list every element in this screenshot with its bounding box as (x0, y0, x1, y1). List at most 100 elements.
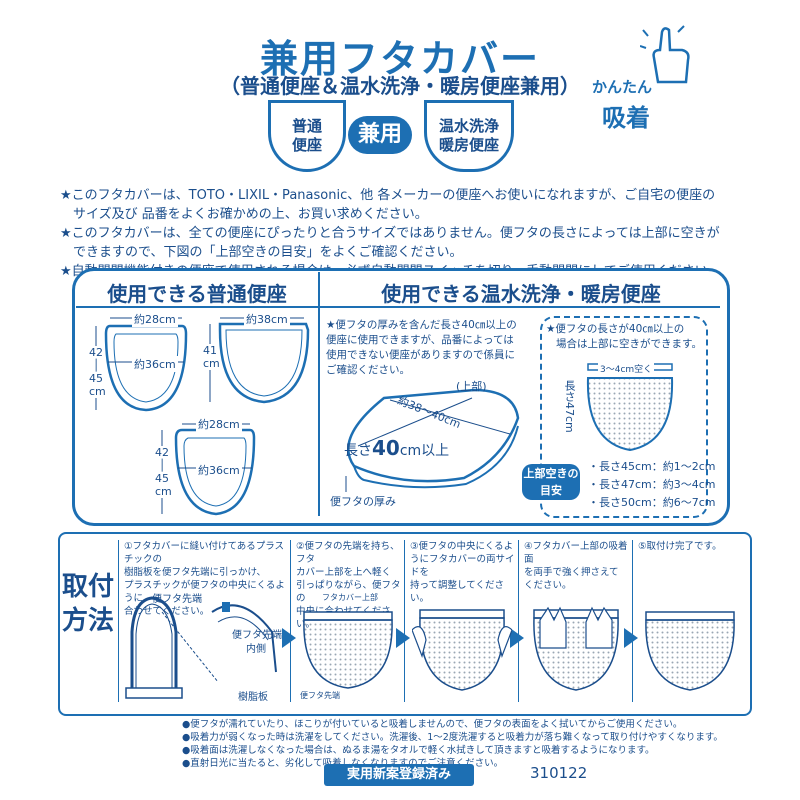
normal-seat-label: 普通 便座 (268, 100, 346, 172)
install-method-label: 取付方法 (61, 572, 114, 636)
gap-badge-line: 目安 (540, 484, 562, 497)
lid-length-prefix: 長さ (344, 443, 372, 459)
lid-length-suffix: cm以上 (399, 443, 450, 459)
gap-list: ・長さ45cm：約1〜2cm ・長さ47cm：約3〜4cm ・長さ50cm：約6… (588, 458, 716, 512)
care-notes: ●便フタが濡れていたり、ほこりが付いていると吸着しませんので、便フタの表面をよく… (182, 718, 782, 770)
care-note: ●吸着力が弱くなった時は洗濯をしてください。洗濯後、1〜2度洗濯すると吸着力が落… (182, 732, 723, 743)
lid-length-label: 長さ40cm以上 (344, 436, 449, 460)
install-divider (118, 540, 119, 702)
suction-badge-label: 吸着 (602, 104, 650, 132)
step1-label: 樹脂板 (238, 692, 268, 703)
care-note: ●便フタが濡れていたり、ほこりが付いていると吸着しませんので、便フタの表面をよく… (182, 719, 683, 730)
step-line: ください。 (524, 580, 572, 591)
care-note: ●直射日光に当たると、劣化して吸着しなくなりますのでご注意ください。 (182, 757, 782, 770)
length-separator: │ (92, 359, 100, 372)
step-2-illustration (303, 611, 393, 689)
length-unit: cm (203, 357, 220, 370)
easy-badge-label: かんたん (592, 78, 653, 96)
lid-length-47-label: 長さ47cm (563, 380, 576, 433)
step-3-illustration (412, 609, 512, 691)
note-line: サイズ及び 品番をよくお確かめの上、お買い求めください。 (73, 207, 428, 222)
length-value: 45 (89, 372, 103, 385)
step-4-illustration (533, 606, 619, 691)
seat1-width: 約28cm (132, 311, 178, 327)
gap-example-label: 3〜4cm空く (598, 362, 655, 375)
washlet-warning: ★便フタの厚みを含んだ長さ40㎝以上の 便座に使用できますが、品番によっては 使… (326, 318, 536, 378)
lid-length-value: 40 (372, 436, 400, 460)
seat1-inner: 約36cm (132, 356, 178, 372)
info-line: 場合は上部に空きができます。 (556, 338, 702, 350)
usage-notes: ★このフタカバーは、TOTO・LIXIL・Panasonic、他 各メーカーの便… (60, 186, 760, 281)
step-line: を両手で強く押さえて (524, 567, 619, 578)
warning-line: 便座に使用できますが、品番によっては (326, 334, 514, 346)
warning-line: ご確認ください。 (326, 364, 410, 376)
length-value: 41 (203, 344, 217, 357)
step-line: プラスチックが便フタの中央にくるように (124, 580, 285, 604)
step-4-text: ④フタカバー上部の吸着面 を両手で強く押さえて ください。 (524, 540, 630, 592)
note-line: ★このフタカバーは、全ての便座にぴったりと合うサイズではありません。便フタの長さ… (60, 226, 720, 241)
step-divider (404, 540, 405, 702)
step2-label: フタカバー上部 (322, 593, 378, 602)
step-line: うにフタカバーの両サイドを (410, 554, 515, 578)
care-note: ●吸着面は洗濯しなくなった場合は、ぬるま湯をタオルで軽く水拭きして頂きますと吸着… (182, 745, 655, 756)
patent-registration-badge: 実用新案登録済み (324, 764, 474, 786)
step-divider (632, 540, 633, 702)
product-title: 兼用フタカバー (259, 37, 540, 81)
lid-diagram (345, 388, 520, 492)
gap-info-text: ★便フタの長さが40㎝以上の 場合は上部に空きができます。 (546, 322, 702, 352)
info-line: ★便フタの長さが40㎝以上の (546, 323, 685, 335)
step-line: ③便フタの中央にくるよ (410, 541, 514, 552)
step-line: 引っぱりながら、便フタの (296, 580, 401, 604)
arrow-right-icon (396, 628, 410, 648)
step-5-text: ⑤取付け完了です。 (638, 540, 744, 553)
seat2-width: 約38cm (244, 311, 290, 327)
seat1-length: 42 │ 45 cm (89, 346, 106, 398)
normal-seat-header: 使用できる普通便座 (107, 282, 287, 306)
length-value: 45 (155, 472, 169, 485)
length-separator: │ (158, 459, 166, 472)
lid-top-label: (上部) (456, 380, 487, 393)
length-unit: cm (89, 385, 106, 398)
washlet-seat-label: 温水洗浄 暖房便座 (424, 100, 514, 172)
step-line: 持って調整してください。 (410, 580, 504, 604)
panel-header-line (76, 306, 720, 308)
step-divider (290, 540, 291, 702)
kenyo-badge: 兼用 (348, 116, 412, 154)
step-5-illustration (645, 611, 735, 691)
step-line: 樹脂板を便フタ先端に引っかけ、 (124, 567, 267, 578)
gap-list-item: ・長さ47cm：約3〜4cm (588, 478, 716, 491)
step-1-text: ①フタカバーに縫い付けてあるプラスチックの 樹脂板を便フタ先端に引っかけ、 プラ… (124, 540, 288, 618)
product-code: 310122 (530, 764, 588, 782)
step1-label: 便フタ先端 (152, 594, 202, 605)
gap-guide-badge: 上部空きの 目安 (522, 464, 580, 500)
note-line: ★このフタカバーは、TOTO・LIXIL・Panasonic、他 各メーカーの便… (60, 188, 716, 203)
panel-divider (318, 272, 320, 516)
step-3-text: ③便フタの中央にくるよ うにフタカバーの両サイドを 持って調整してください。 (410, 540, 516, 605)
gap-list-item: ・長さ50cm：約6〜7cm (588, 496, 716, 509)
step-divider (518, 540, 519, 702)
step-line: ④フタカバー上部の吸着面 (524, 541, 628, 565)
step1-label: 内側 (246, 644, 266, 655)
pointing-hand-icon (640, 25, 690, 84)
gap-badge-line: 上部空きの (523, 467, 579, 480)
seat2-length: 41 cm (203, 344, 220, 370)
step2-label: 便フタ先端 (300, 691, 340, 700)
length-value: 42 (89, 346, 103, 359)
product-subtitle: （普通便座＆温水洗浄・暖房便座兼用） (220, 74, 580, 98)
arrow-right-icon (282, 628, 296, 648)
step-line: カバー上部を上へ軽く (296, 567, 392, 578)
step-line: ②便フタの先端を持ち、フタ (296, 541, 400, 565)
arrow-right-icon (624, 628, 638, 648)
seat3-width: 約28cm (196, 416, 242, 432)
step-line: 合わせてください。 (124, 606, 210, 617)
seat-diagram-elongated (209, 317, 310, 404)
gap-list-item: ・長さ45cm：約1〜2cm (588, 460, 716, 473)
arrow-right-icon (510, 628, 524, 648)
note-line: できますので、下図の「上部空きの目安」をよくご確認ください。 (73, 245, 463, 260)
step-line: ⑤取付け完了です。 (638, 541, 722, 552)
step-1-illustration (125, 596, 277, 699)
gap-info-box (540, 316, 708, 518)
length-value: 42 (155, 446, 169, 459)
length-unit: cm (155, 485, 172, 498)
seat3-length: 42 │ 45 cm (155, 446, 172, 498)
